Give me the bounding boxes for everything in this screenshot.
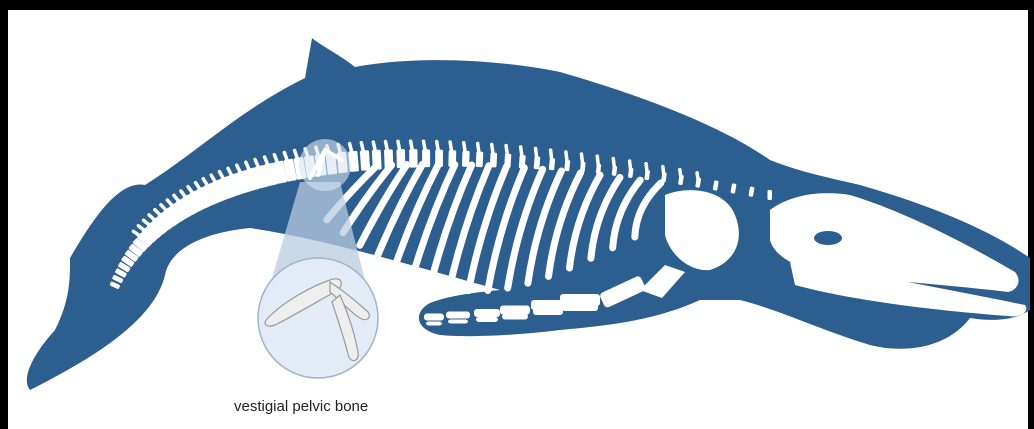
phalanx [476, 317, 498, 322]
neural-spine [478, 143, 480, 159]
skull-eye-socket [814, 231, 842, 245]
phalanx [533, 308, 563, 315]
phalanx [446, 312, 470, 319]
neural-spine [521, 147, 523, 162]
neural-spine [464, 143, 466, 159]
neural-spine [566, 152, 568, 166]
neural-spine [663, 167, 664, 178]
caption-label: vestigial pelvic bone [234, 398, 368, 415]
vertebra [768, 190, 773, 200]
neural-spine [630, 161, 631, 173]
neural-spine [597, 156, 598, 169]
neural-spine [680, 170, 681, 180]
neural-spine [613, 159, 614, 171]
phalanx [500, 306, 530, 315]
neural-spine [646, 164, 647, 175]
phalanx [448, 320, 468, 324]
phalanx [426, 322, 442, 326]
phalanx [502, 314, 528, 320]
neural-spine [697, 173, 698, 183]
neural-spine [581, 154, 583, 167]
neural-spine [551, 150, 553, 164]
pelvis-highlight-circle [299, 139, 351, 191]
phalanx [424, 314, 444, 321]
phalanx [474, 309, 500, 317]
neural-spine [536, 148, 538, 162]
neural-spine [506, 146, 508, 161]
neural-spine [492, 144, 494, 160]
phalanx [562, 302, 598, 311]
